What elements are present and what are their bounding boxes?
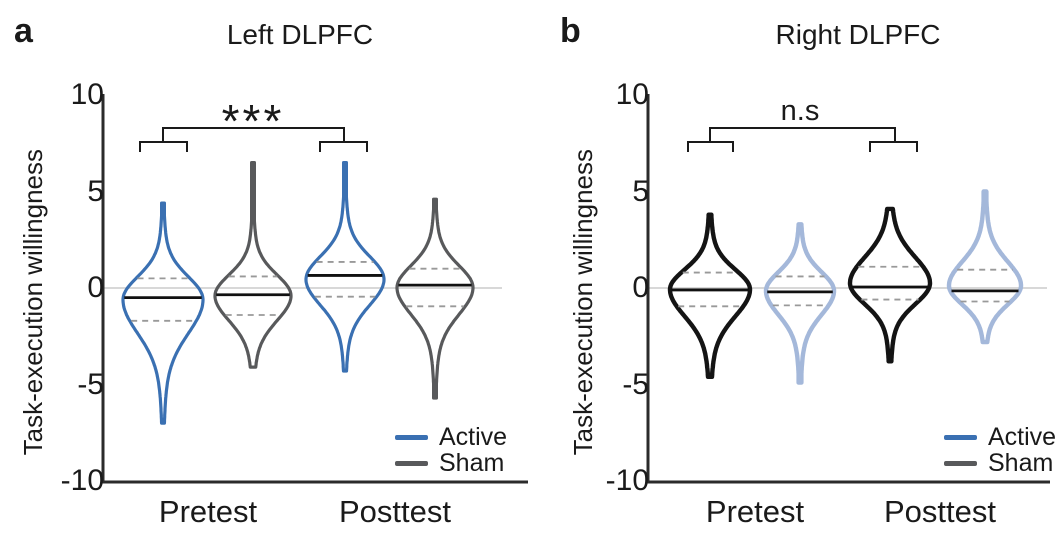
y-tick-label--5: -5 xyxy=(77,367,104,401)
panel-b-title: Right DLPFC xyxy=(775,19,941,50)
panel-a-significance-label: *** xyxy=(221,95,285,147)
legend-row-active: Active xyxy=(944,424,1056,450)
y-tick-label--10: -10 xyxy=(60,464,104,497)
panel-b-letter: b xyxy=(560,12,581,50)
y-tick-label-5: 5 xyxy=(87,174,104,208)
significance-bracket xyxy=(687,127,918,152)
significance-bracket xyxy=(139,127,368,152)
legend-label-sham: Sham xyxy=(439,448,505,477)
violin-pretest-active xyxy=(667,212,753,379)
y-tick-label-0: 0 xyxy=(632,271,649,304)
violin-posttest-active xyxy=(847,206,933,364)
legend-label-sham: Sham xyxy=(988,448,1054,477)
legend-row-sham: Sham xyxy=(395,450,507,476)
y-tick-label--5: -5 xyxy=(622,367,649,401)
legend-swatch-active xyxy=(944,434,977,440)
axis-spines xyxy=(101,94,528,484)
legend-row-active: Active xyxy=(395,424,507,450)
violin-pretest-active xyxy=(121,201,205,425)
violin-posttest-sham xyxy=(395,197,475,400)
axis-spines xyxy=(646,94,1050,484)
violin-posttest-sham xyxy=(946,189,1024,345)
x-category-label-posttest: Posttest xyxy=(339,494,451,529)
panel-a-ylabel: Task-execution willingness xyxy=(17,148,48,456)
legend-swatch-sham xyxy=(944,460,977,466)
violin-pretest-sham xyxy=(763,222,837,385)
panel-b-significance-label: n.s xyxy=(780,95,820,127)
legend-label-active: Active xyxy=(439,422,508,451)
panel-a-title: Left DLPFC xyxy=(226,19,374,50)
legend-row-sham: Sham xyxy=(944,450,1056,476)
violin-posttest-active xyxy=(304,161,386,373)
y-tick-label-10: 10 xyxy=(615,78,649,111)
y-tick-label-10: 10 xyxy=(70,78,104,111)
legend-label-active: Active xyxy=(988,422,1057,451)
violin-pretest-sham xyxy=(213,161,293,369)
y-tick-label-5: 5 xyxy=(632,174,649,208)
legend-swatch-sham xyxy=(395,460,428,466)
x-category-label-pretest: Pretest xyxy=(158,494,258,529)
x-category-label-pretest: Pretest xyxy=(705,494,805,529)
y-tick-label--10: -10 xyxy=(605,464,649,497)
panel-a-letter: a xyxy=(14,12,33,50)
panel-a-ylabel-wrap: Task-execution willingness xyxy=(16,102,50,502)
legend-swatch-active xyxy=(395,434,428,440)
y-tick-label-0: 0 xyxy=(87,271,104,304)
x-category-label-posttest: Posttest xyxy=(884,494,996,529)
